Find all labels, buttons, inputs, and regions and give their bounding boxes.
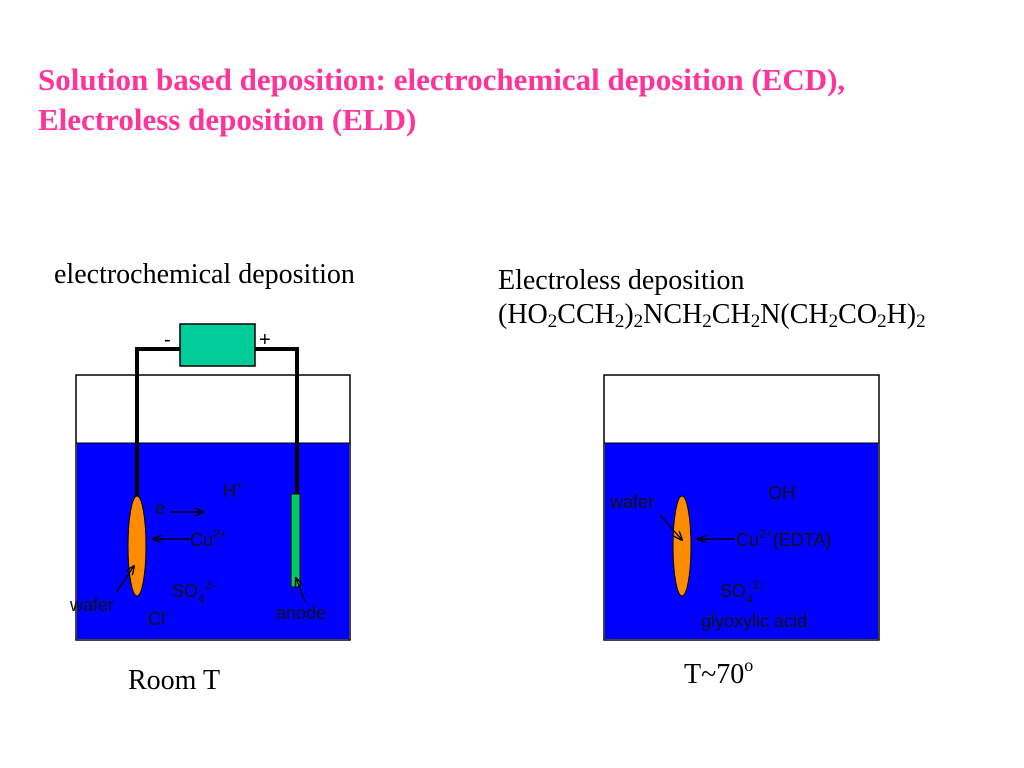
power-supply-minus: - bbox=[164, 329, 171, 351]
label-chloride-ion: Cl- bbox=[148, 606, 169, 629]
power-supply-plus: + bbox=[259, 329, 271, 351]
label-sulfate-ion: SO42- bbox=[172, 578, 215, 606]
formula-segment: CH bbox=[711, 299, 751, 330]
formula-segment: CO bbox=[838, 299, 878, 330]
formula-subscript: 2 bbox=[916, 311, 926, 332]
wafer-pointer-ecd bbox=[115, 566, 134, 594]
formula-subscript: 2 bbox=[614, 311, 625, 332]
eld-solution bbox=[605, 443, 878, 639]
ecd-wafer bbox=[127, 495, 147, 597]
eld-condition-degree: o bbox=[744, 655, 754, 675]
ecd-condition: Room T bbox=[128, 665, 221, 696]
label-electron: e- bbox=[155, 495, 169, 518]
eld-heading-title: Electroless deposition bbox=[498, 265, 745, 296]
formula-subscript: 2 bbox=[877, 311, 887, 332]
slide-title: Solution based deposition: electrochemic… bbox=[38, 60, 998, 140]
formula-segment: ) bbox=[624, 299, 634, 330]
eld-condition-text: T~70 bbox=[684, 659, 745, 690]
label-wafer-eld: wafer bbox=[609, 492, 654, 512]
eld-cell: OH- wafer Cu2+(EDTA) SO42- glyoxylic aci… bbox=[603, 374, 880, 641]
slide-title-line-1: Solution based deposition: electrochemic… bbox=[38, 62, 846, 97]
ecd-wire-anode bbox=[255, 347, 299, 494]
formula-segment: NCH bbox=[643, 299, 703, 330]
formula-subscript: 2 bbox=[702, 311, 712, 332]
eld-wafer bbox=[672, 495, 692, 597]
formula-segment: H) bbox=[886, 299, 917, 330]
formula-subscript: 2 bbox=[547, 311, 558, 332]
label-hydroxide-ion: OH- bbox=[768, 480, 799, 503]
label-glyoxylic-acid: glyoxylic acid bbox=[701, 611, 807, 631]
ecd-cell: - + e- H+ Cu2+ SO42- Cl- wafer anode bbox=[69, 323, 351, 641]
ecd-anode bbox=[290, 493, 301, 588]
power-supply bbox=[179, 323, 256, 367]
eld-condition: T~70o bbox=[684, 655, 754, 692]
label-copper-edta: Cu2+(EDTA) bbox=[736, 527, 831, 550]
ecd-solution bbox=[77, 443, 349, 639]
slide-title-line-2: Electroless deposition (ELD) bbox=[38, 102, 417, 137]
formula-subscript: 2 bbox=[750, 311, 761, 332]
formula-subscript: 2 bbox=[828, 311, 839, 332]
eld-heading-formula: (HO2CCH2)2NCH2CH2N(CH2CO2H)2 bbox=[498, 298, 926, 332]
formula-segment: (HO bbox=[498, 299, 548, 330]
ecd-heading: electrochemical deposition bbox=[54, 259, 355, 290]
formula-segment: CCH bbox=[557, 299, 615, 330]
anode-pointer bbox=[296, 578, 306, 603]
label-anode: anode bbox=[276, 603, 326, 623]
eld-heading: Electroless deposition (HO2CCH2)2NCH2CH2… bbox=[498, 264, 926, 332]
wafer-pointer-eld bbox=[659, 514, 682, 540]
label-copper-ion: Cu2+ bbox=[190, 527, 227, 550]
label-wafer-ecd: wafer bbox=[69, 595, 114, 615]
label-sulfate-eld: SO42- bbox=[720, 578, 763, 606]
label-hydrogen-ion: H+ bbox=[223, 478, 243, 501]
formula-subscript: 2 bbox=[633, 311, 644, 332]
formula-segment: N(CH bbox=[760, 299, 829, 330]
ecd-wire-cathode bbox=[135, 347, 180, 498]
